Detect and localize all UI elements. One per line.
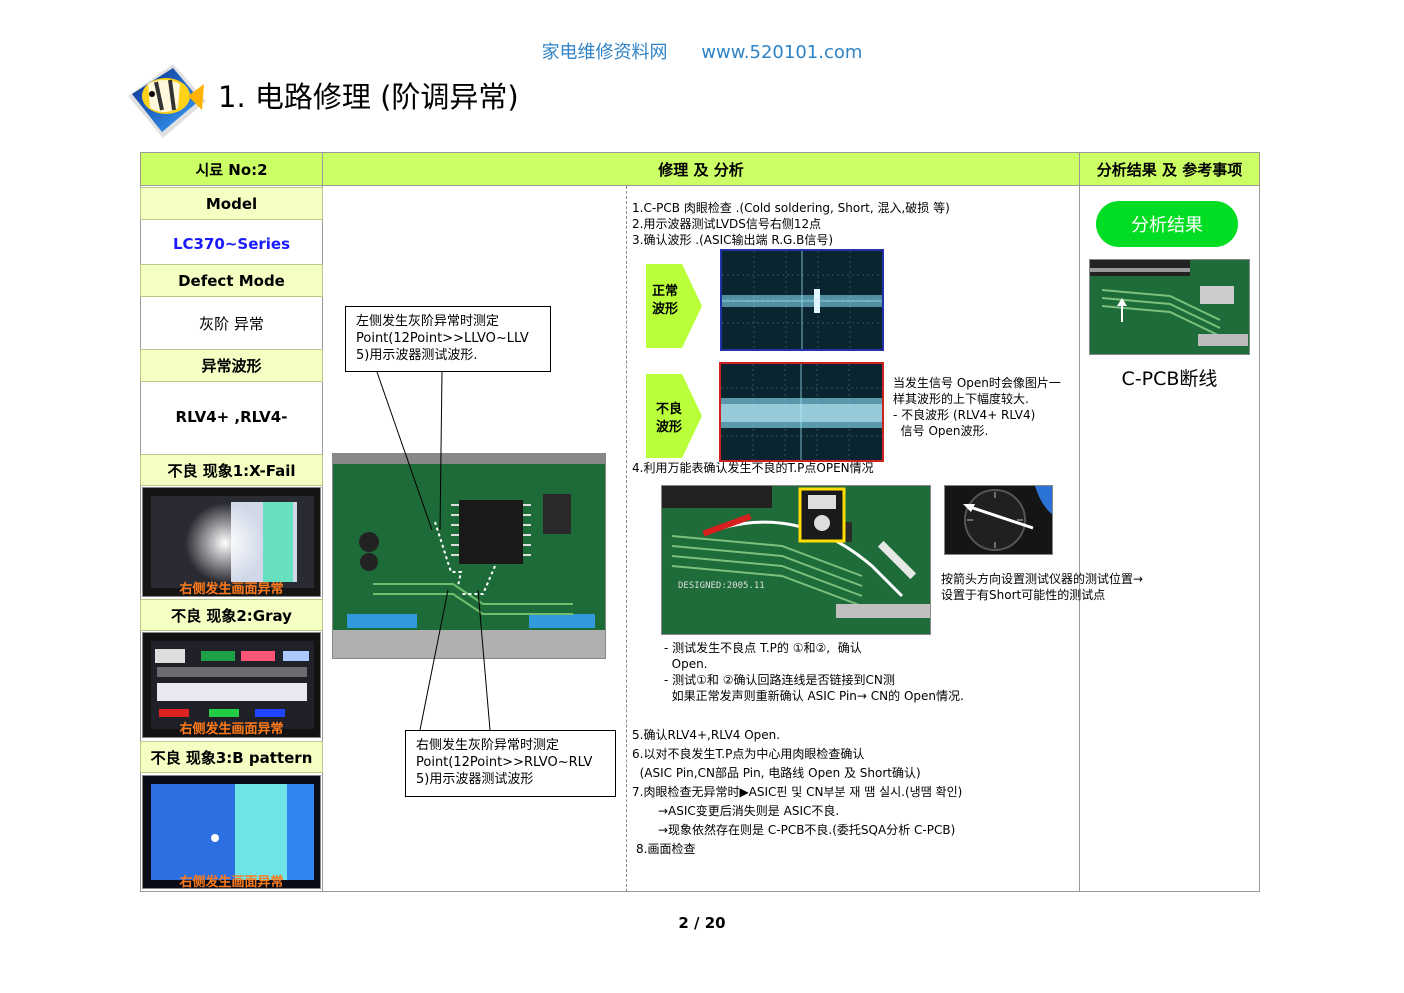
step-7: 7.肉眼检查无异常时▶ASIC핀 및 CN부분 재 땜 실시.(냉땜 확인) (632, 785, 963, 799)
step-8: 8.画面检查 (636, 842, 696, 856)
phenomenon-3-label: 不良 现象3:B pattern (140, 741, 323, 773)
callout-left-measure: 左侧发生灰阶异常时测定 Point(12Point>>LLVO~LLV 5)用示… (345, 306, 551, 372)
col-header-result: 分析结果 及 参考事项 (1079, 152, 1260, 186)
test-point-line-4: 如果正常发声则重新确认 ASIC Pin→ CN的 Open情况. (664, 689, 964, 703)
normal-waveform-arrow (646, 264, 702, 348)
phenomenon-2-screen-image (142, 632, 321, 738)
step-1: 1.C-PCB 肉眼检查 .(Cold soldering, Short, 混入… (632, 201, 950, 215)
col-divider-right (1079, 186, 1080, 892)
step-7-cpcb: →现象依然存在则是 C-PCB不良.(委托SQA分析 C-PCB) (658, 823, 956, 837)
waveform-note-line-2: 样其波形的上下幅度较大. (893, 392, 1029, 406)
phenomenon-1-caption: 右侧发生画面异常 (179, 582, 284, 597)
meter-note-line-1: 按箭头方向设置测试仪器的测试位置→ (941, 572, 1144, 586)
phenomenon-2-label: 不良 现象2:Gray (140, 599, 323, 631)
test-point-line-1: - 测试发生不良点 T.P的 ①和②, 确认 (664, 641, 862, 655)
fish-logo-icon (118, 56, 213, 144)
callout-right-measure: 右侧发生灰阶异常时测定 Point(12Point>>RLVO~RLV 5)用示… (405, 730, 616, 797)
test-point-notes: - 测试发生不良点 T.P的 ①和②, 确认 Open. - 测试①和 ②确认回… (664, 640, 964, 704)
cpcb-result-image (1089, 259, 1250, 355)
waveform-note-line-4: 信号 Open波形. (893, 424, 989, 438)
model-value: LC370~Series (172, 235, 291, 253)
col-divider-left (322, 186, 323, 892)
bad-label-line-2: 波形 (656, 420, 683, 435)
step-3: 3.确认波形 .(ASIC输出端 R.G.B信号) (632, 233, 834, 247)
meter-setting-note: 按箭头方向设置测试仪器的测试位置→ 设置于有Short可能性的测试点 (941, 571, 1143, 603)
step-6-detail: (ASIC Pin,CN部品 Pin, 电路线 Open 及 Short确认) (632, 766, 921, 780)
page-number: 2 / 20 (678, 914, 726, 932)
normal-waveform-scope-image (720, 249, 884, 351)
phenomenon-3-caption: 右侧发生画面异常 (179, 875, 284, 890)
waveform-note-line-1: 当发生信号 Open时会像图片一 (893, 376, 1061, 390)
bad-waveform-arrow (646, 374, 702, 458)
defect-mode-value: 灰阶 异常 (199, 314, 264, 333)
multimeter-probe-pcb-image: DESIGNED:2005.11 (661, 485, 931, 635)
phenomenon-1-screen-image (142, 487, 321, 597)
meter-note-line-2: 设置于有Short可能性的测试点 (941, 588, 1106, 602)
abnormal-wave-label: 异常波形 (140, 349, 323, 382)
page-title: 1. 电路修理 (阶调异常) (218, 80, 519, 114)
callout-pointer-lines (376, 371, 491, 731)
bad-waveform-label: 不良 波形 (656, 401, 682, 437)
step-2: 2.用示波器测试LVDS信号右侧12点 (632, 217, 822, 231)
model-label: Model (140, 187, 323, 220)
step-4: 4.利用万能表确认发生不良的T.P点OPEN情况 (632, 461, 874, 475)
abnormal-wave-value: RLV4+ ,RLV4- (175, 408, 288, 426)
step-7-asic: →ASIC变更后消失则是 ASIC不良. (658, 804, 840, 818)
col-divider-mid (626, 186, 627, 892)
waveform-note: 当发生信号 Open时会像图片一 样其波形的上下幅度较大. - 不良波形 (RL… (893, 375, 1061, 439)
site-name: 家电维修资料网 (541, 42, 668, 63)
normal-label-line-2: 波形 (652, 302, 679, 317)
step-5: 5.确认RLV4+,RLV4 Open. (632, 728, 781, 742)
cpcb-board-image (332, 453, 606, 659)
normal-label-line-1: 正常 (652, 284, 679, 299)
waveform-note-line-3: - 不良波形 (RLV4+ RLV4) (893, 408, 1036, 422)
multimeter-dial-image (944, 485, 1053, 555)
phenomenon-1-label: 不良 现象1:X-Fail (140, 454, 323, 486)
phenomenon-2-caption: 右侧发生画面异常 (179, 722, 284, 737)
defect-mode-label: Defect Mode (140, 264, 323, 297)
svg-text:DESIGNED:2005.11: DESIGNED:2005.11 (678, 581, 765, 591)
step-6: 6.以对不良发生T.P点为中心用肉眼检查确认 (632, 747, 865, 761)
result-caption: C-PCB断线 (1121, 368, 1218, 390)
bad-waveform-scope-image (719, 362, 884, 462)
analysis-result-button[interactable]: 分析结果 (1096, 201, 1238, 247)
phenomenon-3-screen-image (142, 775, 321, 889)
test-point-line-3: - 测试①和 ②确认回路连线是否链接到CN测 (664, 673, 895, 687)
col-header-repair: 修理 及 分析 (322, 152, 1080, 186)
col-header-sample: 시료 No:2 (140, 152, 323, 186)
site-header: 家电维修资料网 www.520101.com (0, 38, 1404, 64)
site-url: www.520101.com (701, 42, 863, 63)
normal-waveform-label: 正常 波形 (652, 283, 678, 319)
test-point-line-2: Open. (664, 657, 708, 671)
bad-label-line-1: 不良 (656, 402, 683, 417)
